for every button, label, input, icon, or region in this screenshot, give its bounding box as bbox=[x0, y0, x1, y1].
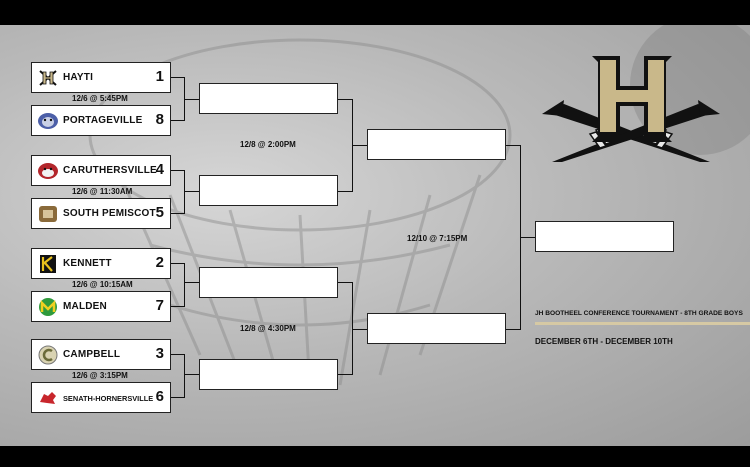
lion-logo-icon bbox=[40, 392, 56, 404]
bracket-slot-r2-1 bbox=[199, 83, 338, 114]
team-seed: 4 bbox=[155, 161, 164, 178]
team-seed: 7 bbox=[155, 297, 164, 314]
team-slot-hayti: HAYTI 1 bbox=[31, 62, 171, 93]
team-name: SOUTH PEMISCOT bbox=[63, 208, 156, 219]
gold-divider bbox=[535, 322, 750, 325]
team-slot-malden: MALDEN 7 bbox=[31, 291, 171, 322]
team-name: CARUTHERSVILLE bbox=[63, 165, 157, 176]
team-name: KENNETT bbox=[63, 258, 112, 269]
connector bbox=[184, 170, 185, 214]
connector bbox=[506, 145, 520, 146]
bracket-slot-semifinal-2 bbox=[367, 313, 506, 344]
hayti-h-logo-icon bbox=[542, 56, 720, 162]
connector bbox=[171, 77, 184, 78]
team-slot-kennett: KENNETT 2 bbox=[31, 248, 171, 279]
team-seed: 6 bbox=[155, 388, 164, 405]
team-slot-portageville: PORTAGEVILLE 8 bbox=[31, 105, 171, 136]
team-slot-senath-hornersville: SENATH-HORNERSVILLE 6 bbox=[31, 382, 171, 413]
connector bbox=[352, 145, 367, 146]
connector bbox=[506, 329, 520, 330]
bracket-slot-semifinal-1 bbox=[367, 129, 506, 160]
bracket-slot-r2-4 bbox=[199, 359, 338, 390]
malden-m-logo-icon bbox=[39, 298, 57, 316]
connector bbox=[338, 191, 352, 192]
team-seed: 8 bbox=[155, 111, 164, 128]
connector bbox=[171, 263, 184, 264]
connector bbox=[184, 282, 200, 283]
bracket-slot-champion bbox=[535, 221, 674, 252]
bulldog-logo-icon bbox=[38, 113, 58, 129]
tournament-dates: DECEMBER 6TH - DECEMBER 10TH bbox=[535, 337, 673, 346]
team-slot-south-pemiscot: SOUTH PEMISCOT 5 bbox=[31, 198, 171, 229]
mustang-logo-icon bbox=[39, 206, 57, 222]
game-date-4: 12/6 @ 3:15PM bbox=[72, 371, 128, 380]
connector bbox=[184, 99, 200, 100]
game-date-2: 12/6 @ 11:30AM bbox=[72, 187, 133, 196]
connector bbox=[171, 306, 184, 307]
connector bbox=[184, 191, 200, 192]
game-date-3: 12/6 @ 10:15AM bbox=[72, 280, 133, 289]
connector bbox=[338, 99, 352, 100]
connector bbox=[338, 374, 352, 375]
team-seed: 2 bbox=[155, 254, 164, 271]
game-date-1: 12/6 @ 5:45PM bbox=[72, 94, 128, 103]
connector bbox=[171, 354, 184, 355]
tiger-logo-icon bbox=[38, 163, 58, 179]
team-name: PORTAGEVILLE bbox=[63, 115, 143, 126]
team-seed: 5 bbox=[155, 204, 164, 221]
connector bbox=[171, 213, 184, 214]
bracket-slot-r2-3 bbox=[199, 267, 338, 298]
team-seed: 3 bbox=[155, 345, 164, 362]
tournament-title: JH BOOTHEEL CONFERENCE TOURNAMENT - 8TH … bbox=[535, 310, 743, 317]
connector bbox=[171, 120, 184, 121]
bracket-canvas: HAYTI 1 12/6 @ 5:45PM PORTAGEVILLE 8 CAR… bbox=[0, 25, 750, 446]
semifinal-date-2: 12/8 @ 4:30PM bbox=[240, 324, 296, 333]
team-name: HAYTI bbox=[63, 72, 94, 83]
team-name: SENATH-HORNERSVILLE bbox=[63, 394, 154, 403]
bracket-slot-r2-2 bbox=[199, 175, 338, 206]
connector bbox=[352, 329, 367, 330]
connector bbox=[352, 282, 353, 375]
semifinal-date-1: 12/8 @ 2:00PM bbox=[240, 140, 296, 149]
connector bbox=[184, 374, 200, 375]
connector bbox=[171, 397, 184, 398]
team-name: MALDEN bbox=[63, 301, 107, 312]
connector bbox=[338, 282, 352, 283]
team-seed: 1 bbox=[155, 68, 164, 85]
final-date: 12/10 @ 7:15PM bbox=[407, 234, 468, 243]
hayti-logo-icon bbox=[39, 70, 57, 86]
connector bbox=[171, 170, 184, 171]
team-slot-caruthersville: CARUTHERSVILLE 4 bbox=[31, 155, 171, 186]
team-slot-campbell: CAMPBELL 3 bbox=[31, 339, 171, 370]
campbell-logo-icon bbox=[38, 345, 58, 365]
connector bbox=[520, 237, 535, 238]
kennett-k-logo-icon bbox=[40, 255, 56, 273]
connector bbox=[184, 263, 185, 307]
team-name: CAMPBELL bbox=[63, 349, 121, 360]
connector bbox=[184, 354, 185, 398]
